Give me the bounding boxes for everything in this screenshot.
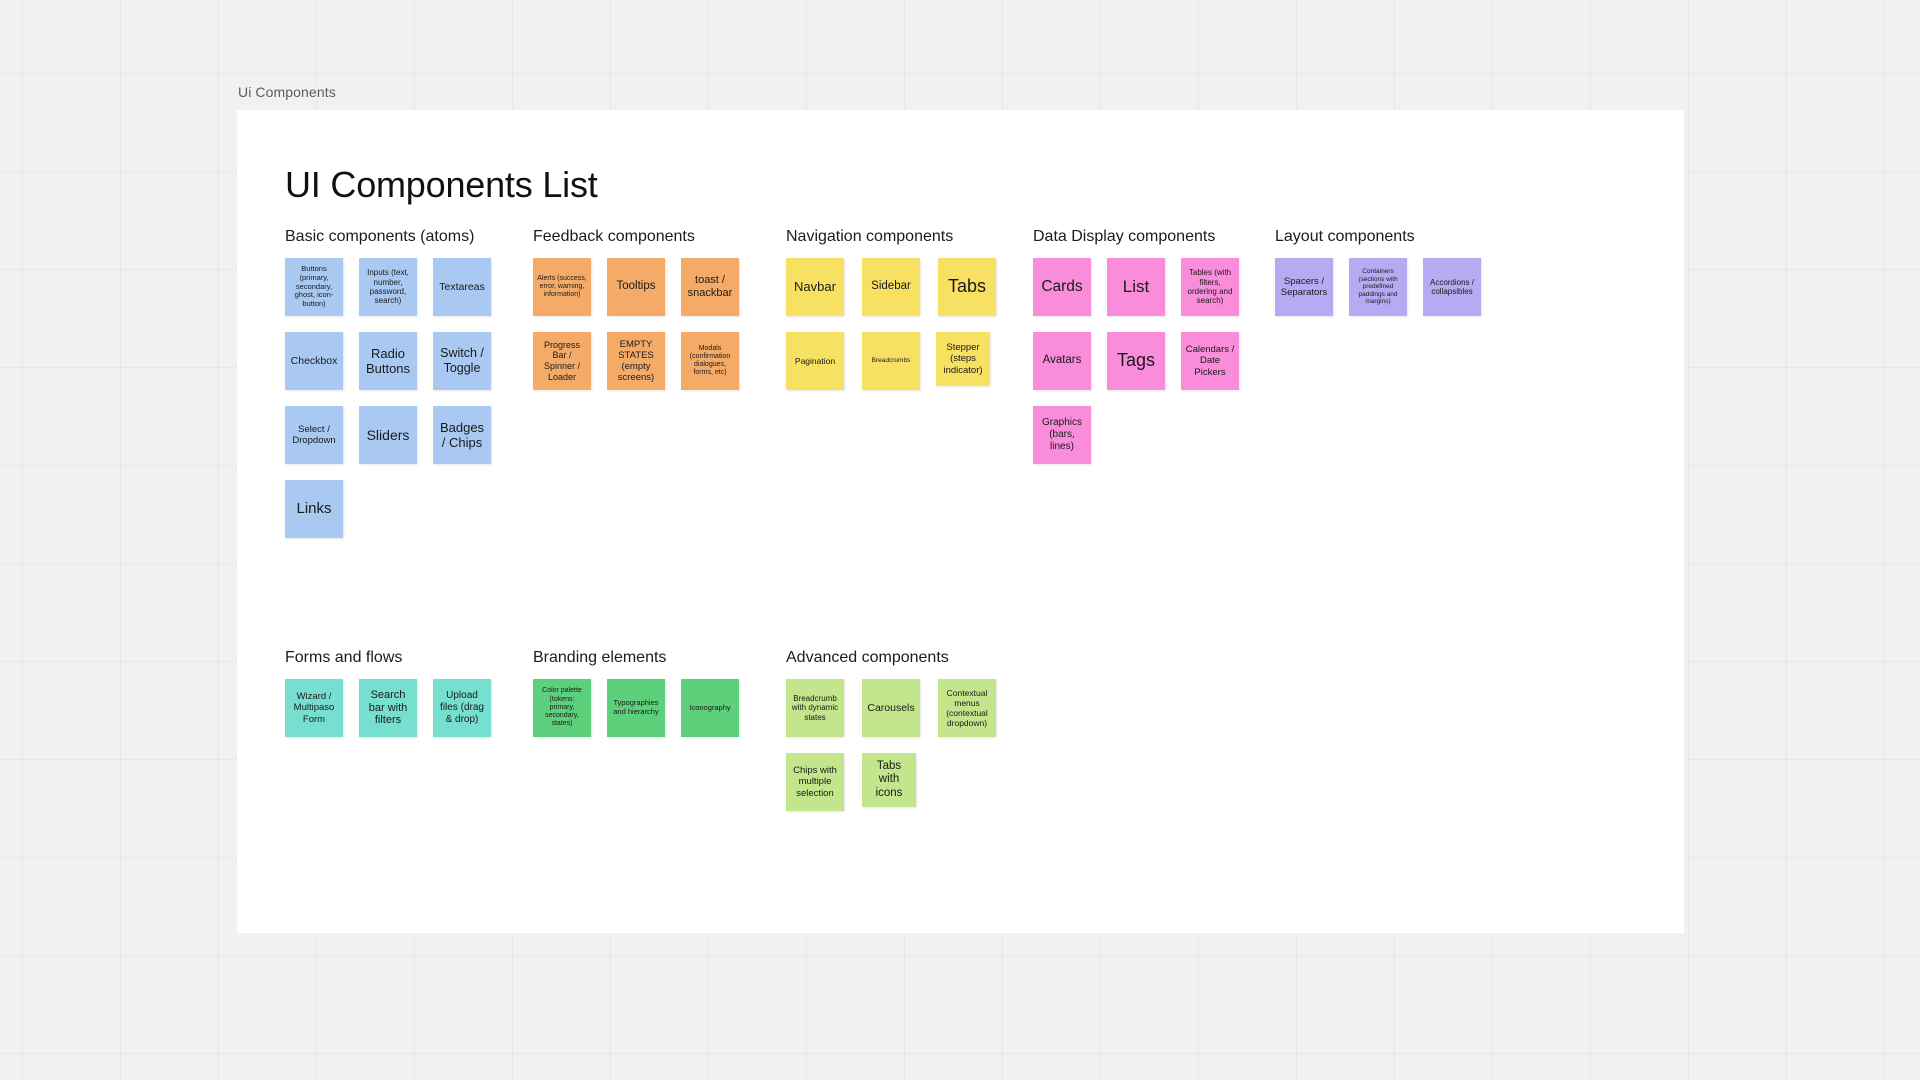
sticky-note[interactable]: Radio Buttons bbox=[359, 332, 417, 390]
sticky-note-label: Buttons (primary, secondary, ghost, icon… bbox=[294, 263, 334, 309]
sticky-note[interactable]: Tags bbox=[1107, 332, 1165, 390]
sticky-note[interactable]: toast / snackbar bbox=[681, 258, 739, 316]
sticky-note-label: Stepper (steps indicator) bbox=[943, 342, 983, 376]
sticky-note-label: Progress Bar / Spinner / Loader bbox=[543, 339, 581, 382]
sticky-note[interactable]: Calendars / Date Pickers bbox=[1181, 332, 1239, 390]
section-title-layout: Layout components bbox=[1275, 228, 1415, 245]
sticky-note[interactable]: Breadcrumbs bbox=[862, 332, 920, 390]
sticky-note-label: Switch / Toggle bbox=[440, 346, 484, 375]
sticky-note[interactable]: Tables (with filters, ordering and searc… bbox=[1181, 258, 1239, 316]
sticky-note-label: Sidebar bbox=[871, 280, 911, 293]
section-title-forms: Forms and flows bbox=[285, 649, 403, 666]
sticky-note-label: Accordions / collapsibles bbox=[1429, 277, 1475, 296]
section-title-feedback: Feedback components bbox=[533, 228, 695, 245]
sticky-note[interactable]: Wizard / Multipaso Form bbox=[285, 679, 343, 737]
sticky-note-label: Modals (confirmation dialogues, forms, e… bbox=[689, 344, 731, 377]
sticky-note-label: Tables (with filters, ordering and searc… bbox=[1187, 268, 1233, 306]
sticky-note[interactable]: Upload files (drag & drop) bbox=[433, 679, 491, 737]
sticky-note-label: Contextual menus (contextual dropdown) bbox=[946, 687, 988, 729]
sticky-note-label: Links bbox=[296, 500, 332, 518]
sticky-note-label: Radio Buttons bbox=[365, 345, 411, 376]
sticky-note-label: Containers (sections with predefined pad… bbox=[1358, 267, 1398, 306]
sticky-note-label: Color palette (tokens: primary, secondar… bbox=[542, 687, 582, 728]
sticky-note[interactable]: Search bar with filters bbox=[359, 679, 417, 737]
sticky-note[interactable]: Stepper (steps indicator) bbox=[936, 332, 990, 386]
sticky-note-label: Calendars / Date Pickers bbox=[1185, 344, 1235, 378]
sticky-note-label: Iconography bbox=[689, 702, 731, 712]
sticky-note-label: Textareas bbox=[439, 280, 485, 293]
sticky-note-label: Tags bbox=[1116, 350, 1156, 371]
sticky-note-label: Inputs (text, number, password, search) bbox=[367, 268, 409, 306]
sticky-note-label: EMPTY STATES (empty screens) bbox=[617, 338, 655, 384]
sticky-note-label: Typographies and hierarchy bbox=[613, 698, 659, 716]
sticky-note[interactable]: Typographies and hierarchy bbox=[607, 679, 665, 737]
sticky-note[interactable]: Iconography bbox=[681, 679, 739, 737]
sticky-note[interactable]: Sidebar bbox=[862, 258, 920, 316]
sticky-note-label: Badges / Chips bbox=[439, 419, 485, 450]
sticky-note[interactable]: Tabs bbox=[938, 258, 996, 316]
sticky-note[interactable]: Tabs with icons bbox=[862, 753, 916, 807]
sticky-note[interactable]: Accordions / collapsibles bbox=[1423, 258, 1481, 316]
sticky-note-label: Tooltips bbox=[616, 280, 656, 293]
sticky-note[interactable]: Modals (confirmation dialogues, forms, e… bbox=[681, 332, 739, 390]
board-canvas[interactable]: UI Components List Basic components (ato… bbox=[237, 110, 1684, 933]
sticky-note[interactable]: Inputs (text, number, password, search) bbox=[359, 258, 417, 316]
section-title-navigation: Navigation components bbox=[786, 228, 954, 245]
sticky-note-label: List bbox=[1122, 276, 1150, 296]
sticky-note-label: toast / snackbar bbox=[687, 274, 733, 299]
sticky-note-label: Graphics (bars, lines) bbox=[1041, 417, 1082, 452]
sticky-note-label: Upload files (drag & drop) bbox=[440, 690, 484, 725]
sticky-note-label: Sliders bbox=[366, 426, 410, 443]
sticky-note-label: Carousels bbox=[867, 701, 915, 714]
sticky-note[interactable]: Cards bbox=[1033, 258, 1091, 316]
sticky-note[interactable]: List bbox=[1107, 258, 1165, 316]
sticky-note-label: Navbar bbox=[794, 279, 836, 295]
sticky-note-label: Tabs bbox=[947, 276, 987, 297]
sticky-note-label: Alerts (success, error, warning, informa… bbox=[537, 274, 587, 299]
sticky-note[interactable]: Avatars bbox=[1033, 332, 1091, 390]
sticky-note-label: Checkbox bbox=[290, 354, 338, 367]
sticky-note-label: Spacers / Separators bbox=[1280, 275, 1328, 298]
sticky-note[interactable]: Tooltips bbox=[607, 258, 665, 316]
sticky-note[interactable]: Sliders bbox=[359, 406, 417, 464]
sticky-note-label: Cards bbox=[1041, 277, 1083, 295]
sticky-note[interactable]: Progress Bar / Spinner / Loader bbox=[533, 332, 591, 390]
sticky-note[interactable]: Textareas bbox=[433, 258, 491, 316]
sticky-note[interactable]: Buttons (primary, secondary, ghost, icon… bbox=[285, 258, 343, 316]
sticky-note[interactable]: Containers (sections with predefined pad… bbox=[1349, 258, 1407, 316]
frame-label[interactable]: Ui Components bbox=[238, 84, 336, 100]
section-title-data-display: Data Display components bbox=[1033, 228, 1216, 245]
sticky-note[interactable]: Contextual menus (contextual dropdown) bbox=[938, 679, 996, 737]
sticky-note-label: Breadcrumbs bbox=[871, 357, 911, 365]
sticky-note[interactable]: Select / Dropdown bbox=[285, 406, 343, 464]
sticky-note-label: Tabs with icons bbox=[875, 759, 903, 799]
sticky-note[interactable]: Navbar bbox=[786, 258, 844, 316]
sticky-note[interactable]: Pagination bbox=[786, 332, 844, 390]
sticky-note-label: Chips with multiple selection bbox=[793, 765, 837, 799]
sticky-note[interactable]: Graphics (bars, lines) bbox=[1033, 406, 1091, 464]
sticky-note[interactable]: Links bbox=[285, 480, 343, 538]
sticky-note[interactable]: Checkbox bbox=[285, 332, 343, 390]
sticky-note[interactable]: Carousels bbox=[862, 679, 920, 737]
sticky-note-label: Breadcrumb with dynamic states bbox=[791, 693, 839, 722]
sticky-note-label: Search bar with filters bbox=[368, 688, 408, 727]
sticky-note-label: Pagination bbox=[794, 355, 836, 366]
page-title: UI Components List bbox=[285, 164, 598, 205]
sticky-note-label: Select / Dropdown bbox=[292, 423, 336, 446]
sticky-note[interactable]: Switch / Toggle bbox=[433, 332, 491, 390]
section-title-advanced: Advanced components bbox=[786, 649, 949, 666]
sticky-note[interactable]: Breadcrumb with dynamic states bbox=[786, 679, 844, 737]
section-title-basic: Basic components (atoms) bbox=[285, 228, 475, 245]
sticky-note[interactable]: EMPTY STATES (empty screens) bbox=[607, 332, 665, 390]
sticky-note[interactable]: Badges / Chips bbox=[433, 406, 491, 464]
sticky-note[interactable]: Alerts (success, error, warning, informa… bbox=[533, 258, 591, 316]
section-title-branding: Branding elements bbox=[533, 649, 667, 666]
sticky-note-label: Wizard / Multipaso Form bbox=[293, 691, 335, 725]
sticky-note[interactable]: Spacers / Separators bbox=[1275, 258, 1333, 316]
sticky-note[interactable]: Chips with multiple selection bbox=[786, 753, 844, 811]
sticky-note-label: Avatars bbox=[1042, 354, 1082, 367]
sticky-note[interactable]: Color palette (tokens: primary, secondar… bbox=[533, 679, 591, 737]
